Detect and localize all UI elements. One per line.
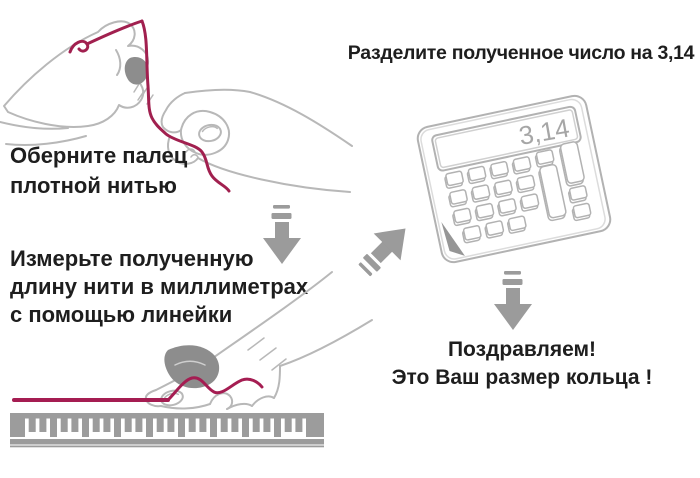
step3-caption: Разделите полученное число на 3,14 [344, 42, 698, 65]
calculator-display [431, 105, 582, 172]
calculator-keys [443, 141, 593, 245]
caption-line: плотной нитью [10, 173, 177, 198]
thumbnail [198, 123, 222, 143]
caption-line: Оберните палец [10, 143, 188, 168]
caption-line: Это Ваш размер кольца ! [391, 366, 653, 389]
measuring-hand-illustration [144, 271, 373, 410]
up-right-arrow-icon [358, 228, 406, 277]
knuckle-shading [124, 57, 149, 85]
thread-illustration [68, 19, 231, 193]
thread-on-ruler [12, 376, 264, 402]
ruler-illustration [10, 413, 324, 448]
down-arrow-icon [494, 271, 532, 330]
caption-line: Разделите полученное число на 3,14 [347, 42, 695, 64]
caption-line: с помощью линейки [10, 302, 233, 327]
caption-line: длину нити в миллиметрах [10, 274, 309, 299]
step2-caption: Измерьте полученную длину нити в миллиме… [10, 245, 308, 329]
wrap-finger-illustration [0, 19, 353, 193]
finger-shading [164, 345, 220, 389]
step1-caption: Оберните палец плотной нитью [10, 141, 187, 201]
measure-thread-illustration [10, 271, 373, 448]
caption-line: Измерьте полученную [10, 246, 254, 271]
fist-hand-illustration [0, 20, 150, 146]
result-caption: Поздравляем! Это Ваш размер кольца ! [386, 336, 658, 392]
calculator-illustration: 3,14 [416, 94, 612, 264]
caption-line: Поздравляем! [447, 338, 597, 361]
down-arrow-icon [263, 205, 301, 264]
